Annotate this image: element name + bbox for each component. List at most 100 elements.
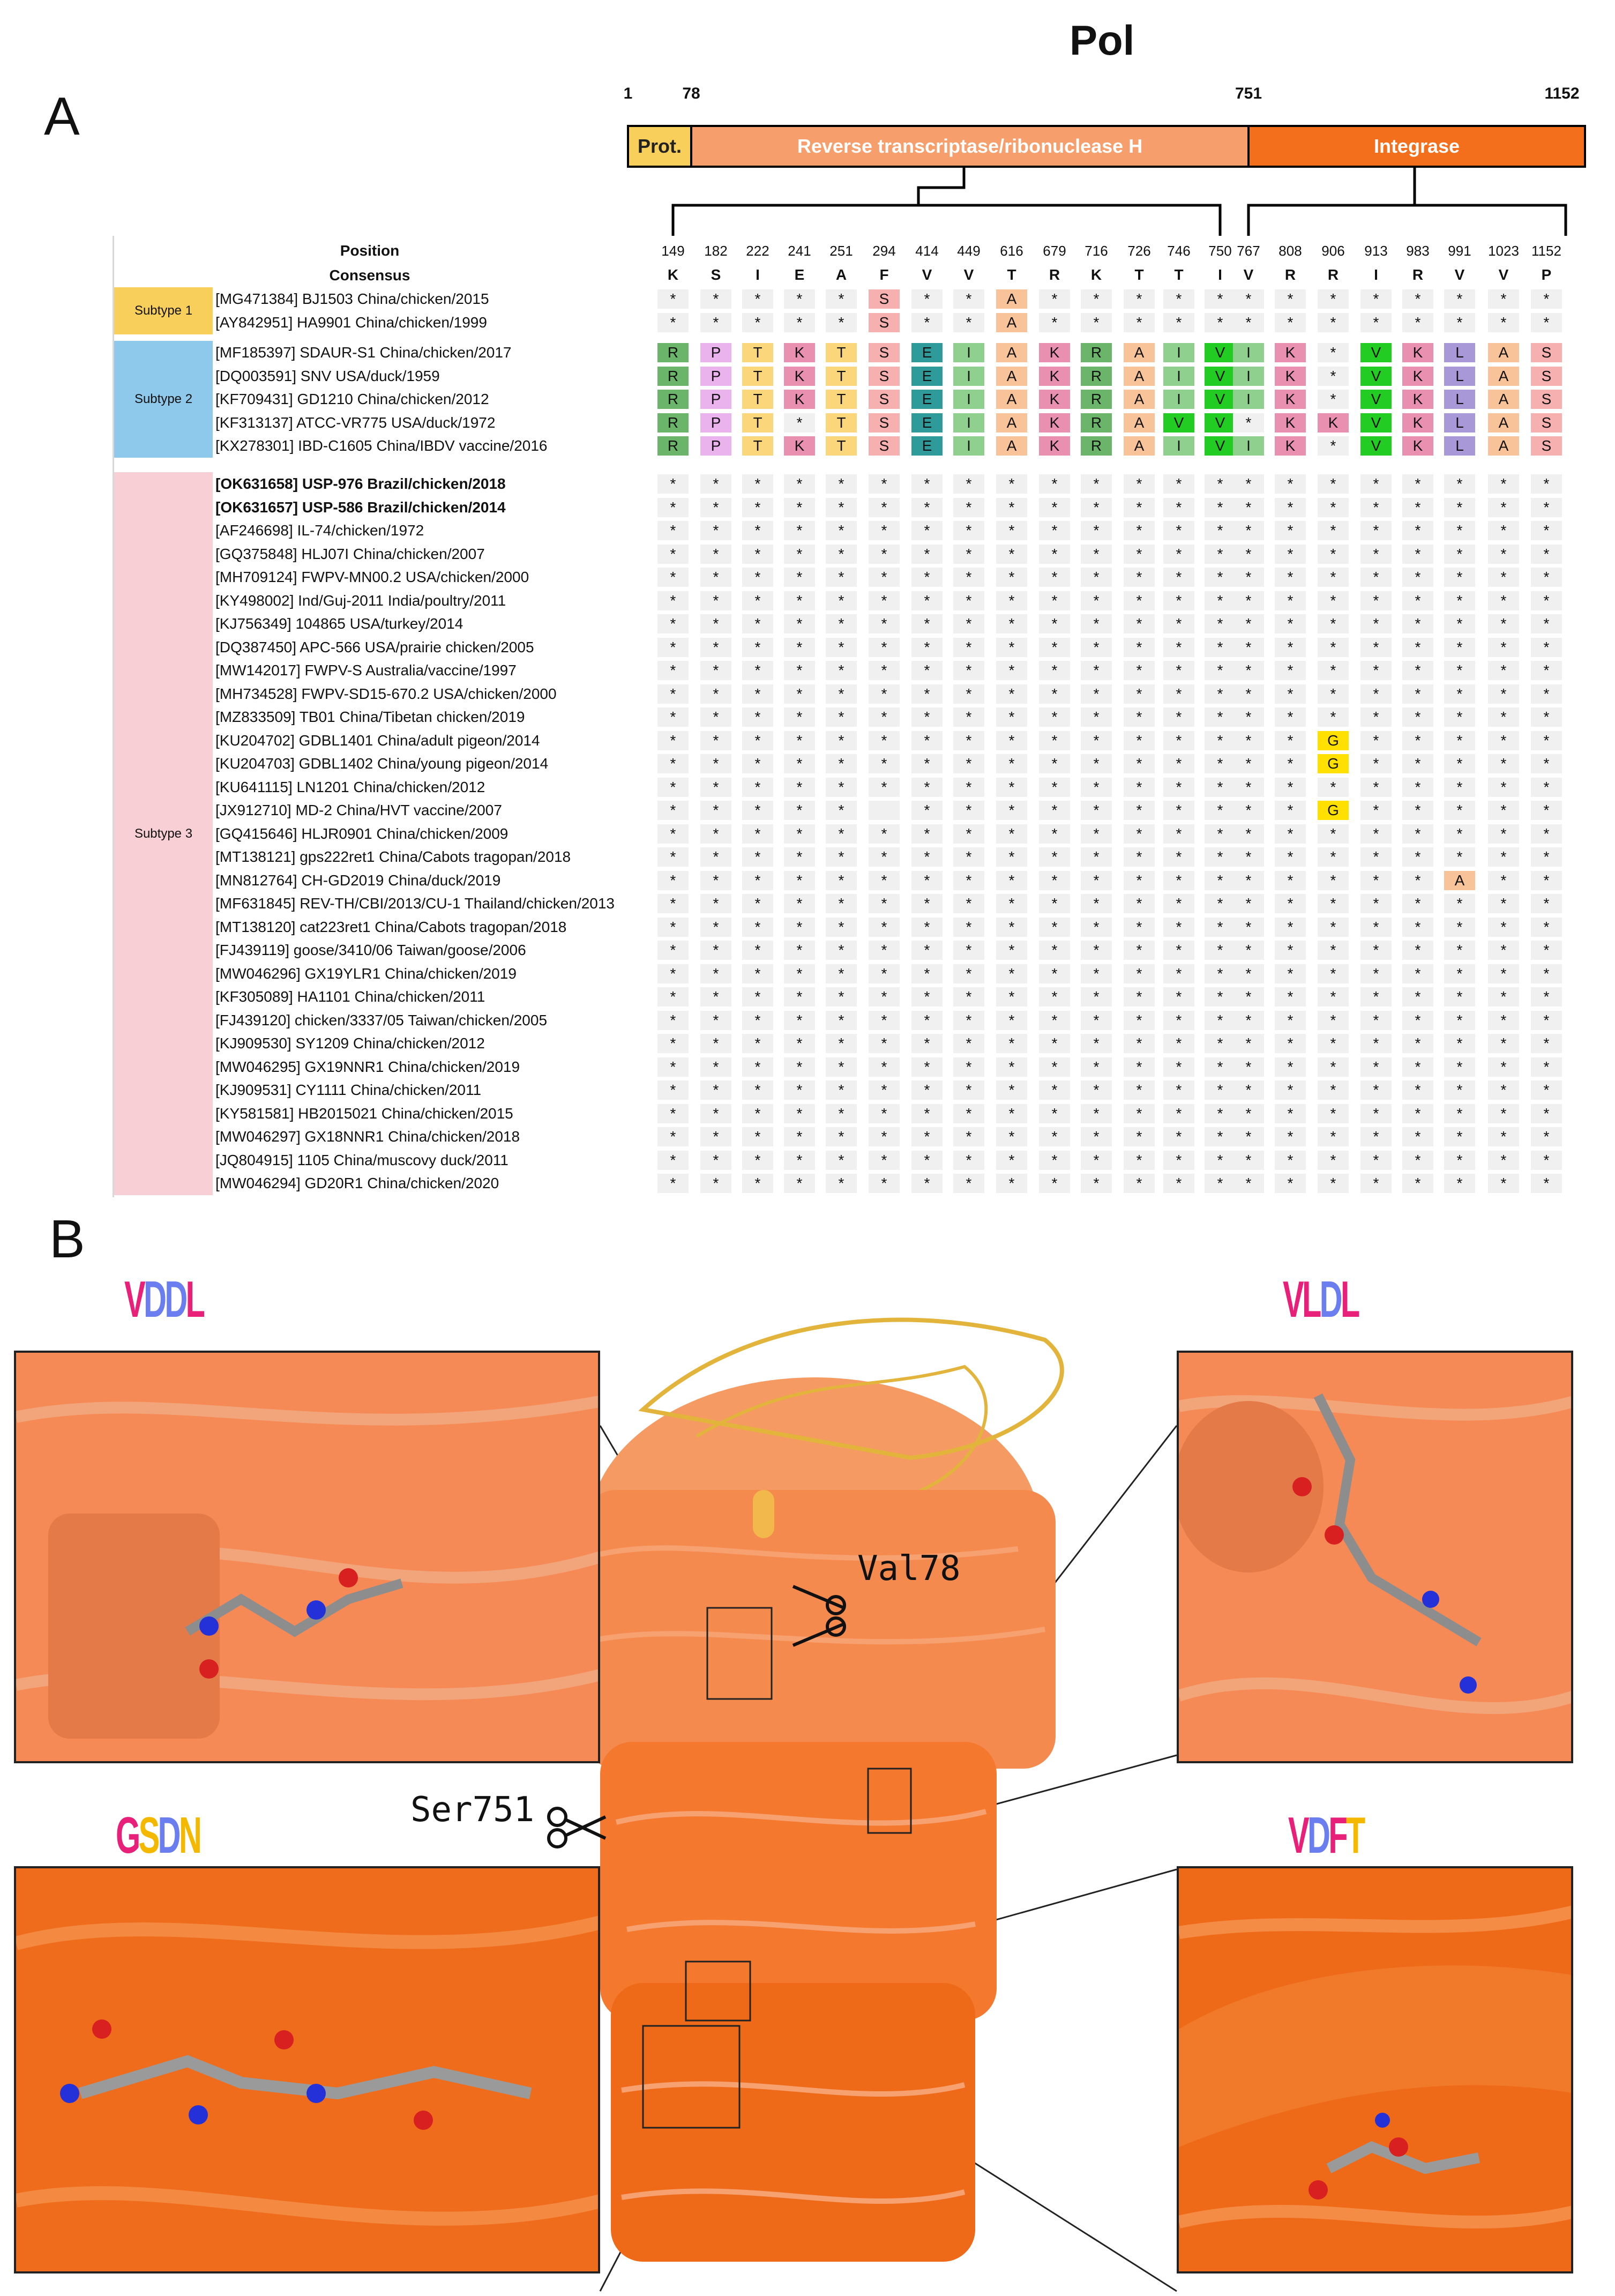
consensus-residue: V: [1498, 266, 1509, 283]
alignment-cell: *: [1402, 497, 1433, 517]
alignment-cell: *: [700, 987, 731, 1007]
alignment-cell: *: [1233, 917, 1264, 937]
alignment-cell: *: [1163, 1127, 1194, 1146]
alignment-cell: *: [826, 777, 857, 797]
alignment-cell: *: [1081, 870, 1112, 890]
consensus-residue: T: [1007, 266, 1016, 283]
alignment-cell: *: [1444, 801, 1475, 820]
panel-label-b: B: [49, 1209, 85, 1269]
alignment-cell: K: [1402, 366, 1433, 386]
alignment-cell: I: [1233, 366, 1264, 386]
alignment-cell: *: [1039, 1080, 1070, 1100]
alignment-cell: *: [1233, 1034, 1264, 1053]
alignment-cell: *: [1124, 1174, 1155, 1193]
alignment-cell: *: [1124, 637, 1155, 657]
alignment-cell: *: [1233, 413, 1264, 433]
alignment-cell: *: [996, 684, 1027, 704]
alignment-cell: T: [826, 436, 857, 456]
alignment-cell: *: [1360, 801, 1392, 820]
alignment-cell: *: [1081, 497, 1112, 517]
consensus-residue: S: [711, 266, 721, 283]
alignment-cell: K: [784, 436, 815, 456]
alignment-cell: T: [826, 390, 857, 409]
motif-letter: S: [138, 1807, 160, 1864]
alignment-cell: *: [1233, 824, 1264, 844]
motif-gsdn: GSDN: [116, 1806, 202, 1865]
alignment-cell: *: [953, 894, 984, 913]
position-number: 251: [829, 243, 853, 259]
alignment-cell: *: [826, 684, 857, 704]
alignment-cell: *: [1360, 847, 1392, 867]
subtype-label: Subtype 2: [114, 341, 213, 458]
alignment-cell: *: [742, 894, 773, 913]
alignment-cell: *: [1081, 847, 1112, 867]
alignment-cell: S: [869, 343, 900, 362]
alignment-cell: *: [826, 824, 857, 844]
alignment-cell: *: [911, 870, 943, 890]
consensus-residue: R: [1284, 266, 1296, 283]
alignment-cell: *: [1124, 847, 1155, 867]
alignment-cell: *: [1531, 544, 1562, 564]
alignment-cell: *: [1360, 1104, 1392, 1123]
alignment-cell: *: [1531, 1034, 1562, 1053]
alignment-cell: T: [742, 366, 773, 386]
alignment-cell: P: [700, 343, 731, 362]
alignment-cell: *: [657, 1034, 689, 1053]
alignment-cell: *: [953, 591, 984, 610]
alignment-cell: A: [996, 289, 1027, 309]
alignment-cell: *: [1275, 591, 1306, 610]
alignment-cell: *: [869, 474, 900, 494]
alignment-cell: *: [1081, 312, 1112, 332]
alignment-cell: *: [742, 987, 773, 1007]
alignment-cell: *: [1402, 1010, 1433, 1030]
alignment-cell: *: [1318, 661, 1349, 680]
alignment-cell: *: [996, 568, 1027, 587]
alignment-cell: *: [1488, 801, 1519, 820]
alignment-cell: *: [1124, 312, 1155, 332]
alignment-cell: *: [657, 312, 689, 332]
alignment-cell: *: [1205, 614, 1236, 633]
alignment-cell: *: [1402, 312, 1433, 332]
strain-label: [OK631658] USP-976 Brazil/chicken/2018: [215, 475, 506, 492]
alignment-cell: *: [869, 754, 900, 773]
alignment-cell: *: [1402, 614, 1433, 633]
alignment-cell: *: [1275, 568, 1306, 587]
alignment-cell: *: [1444, 1080, 1475, 1100]
alignment-cell: *: [1233, 1080, 1264, 1100]
alignment-cell: *: [1360, 637, 1392, 657]
alignment-cell: *: [700, 777, 731, 797]
alignment-cell: *: [700, 521, 731, 540]
alignment-cell: *: [1275, 707, 1306, 727]
alignment-cell: *: [1039, 637, 1070, 657]
alignment-cell: *: [784, 637, 815, 657]
consensus-residue: R: [1049, 266, 1060, 283]
alignment-cell: *: [911, 1150, 943, 1170]
alignment-cell: I: [1163, 390, 1194, 409]
alignment-cell: *: [700, 474, 731, 494]
alignment-cell: *: [1163, 591, 1194, 610]
alignment-cell: K: [1275, 436, 1306, 456]
alignment-cell: *: [1205, 754, 1236, 773]
alignment-cell: I: [1233, 343, 1264, 362]
alignment-cell: *: [1318, 917, 1349, 937]
alignment-cell: *: [1124, 1104, 1155, 1123]
alignment-cell: *: [1081, 568, 1112, 587]
alignment-cell: *: [1360, 1057, 1392, 1077]
consensus-residue: R: [1327, 266, 1339, 283]
alignment-cell: *: [1163, 754, 1194, 773]
alignment-cell: *: [1124, 894, 1155, 913]
alignment-cell: *: [742, 917, 773, 937]
alignment-cell: A: [996, 436, 1027, 456]
position-number: 906: [1321, 243, 1345, 259]
alignment-cell: *: [869, 917, 900, 937]
strain-label: [MN812764] CH-GD2019 China/duck/2019: [215, 871, 501, 889]
alignment-cell: P: [700, 413, 731, 433]
alignment-cell: *: [742, 1104, 773, 1123]
alignment-cell: *: [1039, 289, 1070, 309]
alignment-cell: R: [657, 436, 689, 456]
alignment-cell: *: [953, 847, 984, 867]
alignment-cell: *: [826, 917, 857, 937]
alignment-cell: A: [1488, 413, 1519, 433]
alignment-cell: *: [1039, 544, 1070, 564]
alignment-cell: *: [1163, 544, 1194, 564]
